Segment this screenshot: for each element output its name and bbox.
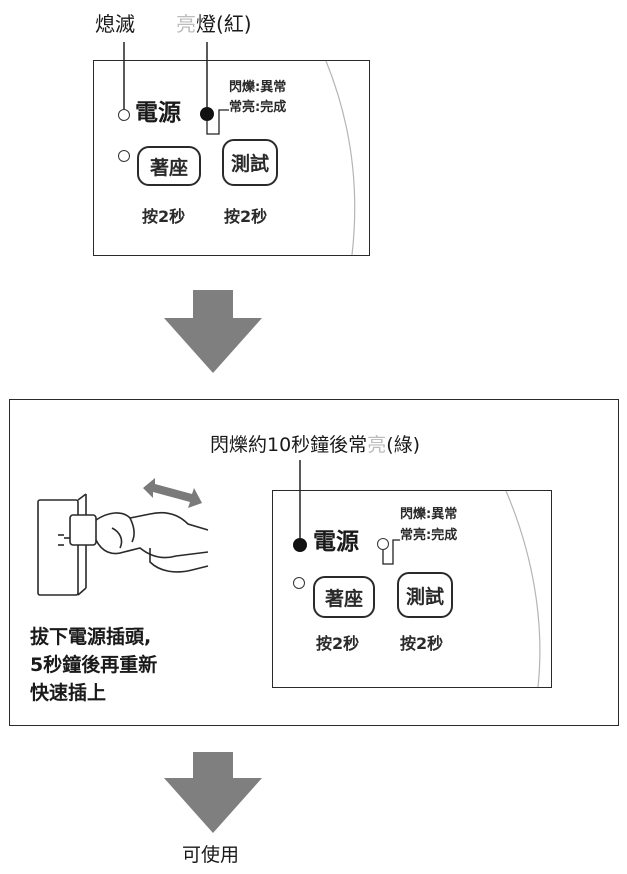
led-on-red-label: 亮燈(紅) [176, 14, 252, 34]
lit-char: 亮 [176, 12, 196, 36]
callout-lit-char: 亮 [367, 434, 387, 456]
steady-note: 常亮:完成 [400, 528, 458, 543]
unplug-hand-icon [37, 493, 209, 596]
callout-suffix: (綠) [386, 434, 421, 456]
blink-note: 閃爍:異常 [400, 507, 458, 522]
leader-note [382, 539, 400, 565]
down-arrow-icon [164, 290, 262, 373]
seat-button[interactable]: 著座 [313, 576, 375, 618]
power-led-lit [200, 107, 214, 121]
unplug-instructions: 拔下電源插頭, 5秒鐘後再重新 快速插上 [30, 623, 157, 707]
result-label: 可使用 [182, 844, 240, 866]
callout-prefix: 閃爍約10秒鐘後常 [210, 434, 368, 456]
test-press-hint: 按2秒 [224, 207, 268, 226]
test-button[interactable]: 測試 [222, 139, 278, 186]
panel-cover-curve [325, 60, 356, 256]
callout-text: 閃爍約10秒鐘後常亮(綠) [210, 436, 420, 455]
power-label: 電源 [313, 529, 359, 555]
leader-note [206, 109, 229, 135]
double-arrow-icon [143, 478, 202, 508]
seat-led-off [293, 577, 305, 589]
power-led-off [118, 109, 130, 121]
led-off-label: 熄滅 [95, 12, 135, 36]
instruction-line-2: 5秒鐘後再重新 [30, 654, 158, 676]
test-button[interactable]: 測試 [397, 572, 453, 618]
seat-press-hint: 按2秒 [316, 634, 360, 653]
test-led-off [377, 538, 389, 550]
seat-button[interactable]: 著座 [137, 146, 201, 186]
instruction-line-1: 拔下電源插頭, [30, 626, 152, 648]
instruction-line-3: 快速插上 [30, 682, 107, 704]
blink-note: 閃爍:異常 [229, 80, 287, 95]
power-led-lit [293, 538, 307, 552]
steady-note: 常亮:完成 [229, 100, 287, 115]
seat-led-off [118, 150, 130, 162]
test-press-hint: 按2秒 [400, 634, 444, 653]
seat-press-hint: 按2秒 [142, 207, 186, 226]
down-arrow-icon [164, 752, 262, 833]
power-label: 電源 [135, 100, 181, 126]
lit-rest: 燈(紅) [196, 12, 252, 36]
panel-cover-curve [505, 490, 541, 688]
